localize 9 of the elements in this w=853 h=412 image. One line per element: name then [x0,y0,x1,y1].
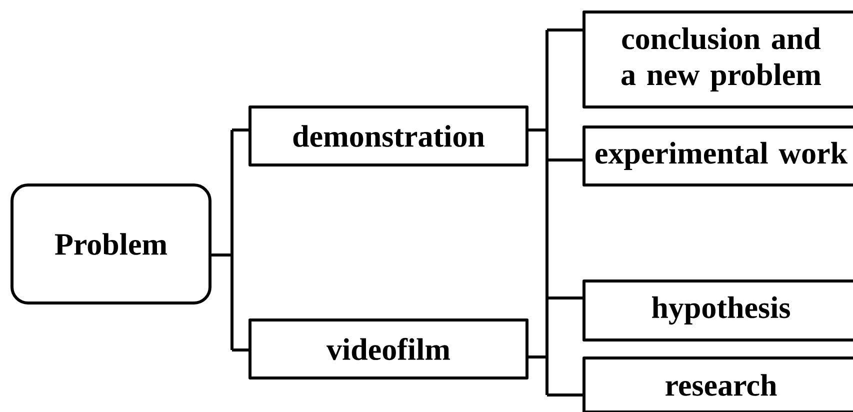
text-box: conclusion and a new problem [582,10,853,108]
connector-line [210,128,250,352]
text-box: demonstration [248,106,528,166]
text-box: research [582,356,853,412]
problem-box: Problem [10,184,212,304]
text-box: experimental work [582,126,853,186]
text-box: hypothesis [582,280,853,342]
connector-line [527,28,584,396]
text-box: videofilm [248,318,528,380]
